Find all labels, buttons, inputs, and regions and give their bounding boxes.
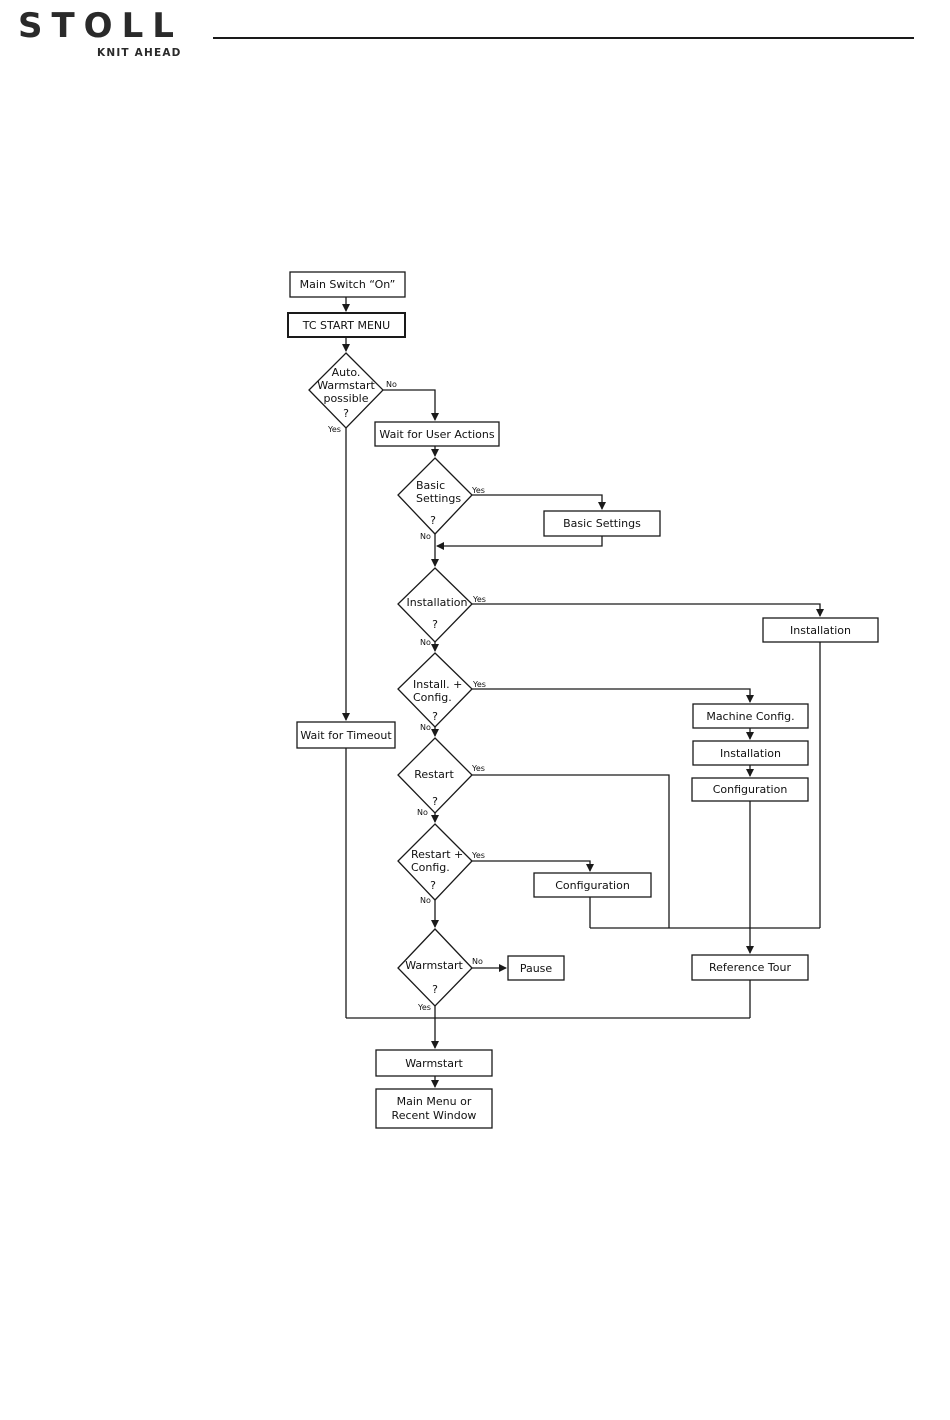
box-machine-config-label: Machine Config. bbox=[706, 710, 794, 723]
decision-auto-warmstart-line1: Auto. bbox=[332, 366, 361, 379]
box-basic-settings-label: Basic Settings bbox=[563, 517, 641, 530]
box-configuration-left-label: Configuration bbox=[555, 879, 630, 892]
decision-restart: Restart ? Yes No bbox=[397, 737, 485, 817]
box-warmstart-label: Warmstart bbox=[405, 1057, 463, 1070]
label-yes: Yes bbox=[471, 851, 485, 860]
box-main-menu: Main Menu or Recent Window bbox=[375, 1088, 493, 1129]
decision-warmstart: Warmstart ? No Yes bbox=[397, 928, 483, 1012]
box-machine-config: Machine Config. bbox=[692, 703, 809, 729]
box-installation-mid-label: Installation bbox=[720, 747, 781, 760]
logo-tagline: KNIT AHEAD bbox=[97, 47, 182, 59]
decision-installation: Installation ? Yes No bbox=[397, 567, 486, 647]
box-pause-label: Pause bbox=[520, 962, 553, 975]
label-yes: Yes bbox=[472, 595, 486, 604]
box-reference-tour: Reference Tour bbox=[691, 954, 809, 981]
box-configuration-left: Configuration bbox=[533, 872, 652, 898]
box-main-menu-label-line1: Main Menu or bbox=[397, 1095, 472, 1108]
label-yes: Yes bbox=[471, 486, 485, 495]
box-tc-start-menu-label: TC START MENU bbox=[302, 319, 390, 332]
box-main-menu-label-line2: Recent Window bbox=[392, 1109, 477, 1122]
decision-auto-warmstart-line2: Warmstart bbox=[317, 379, 375, 392]
box-wait-for-timeout: Wait for Timeout bbox=[296, 721, 396, 749]
label-yes: Yes bbox=[472, 680, 486, 689]
decision-warmstart-label: Warmstart bbox=[405, 959, 463, 972]
label-no: No bbox=[420, 638, 431, 647]
header-rule bbox=[213, 37, 914, 39]
decision-install-config-line2: Config. bbox=[413, 691, 452, 704]
box-configuration-mid: Configuration bbox=[691, 777, 809, 802]
decision-restart-config-question: ? bbox=[430, 879, 436, 892]
box-pause: Pause bbox=[507, 955, 565, 981]
box-configuration-mid-label: Configuration bbox=[713, 783, 788, 796]
decision-auto-warmstart-question: ? bbox=[343, 407, 349, 420]
decision-restart-question: ? bbox=[432, 795, 438, 808]
decision-restart-config-line2: Config. bbox=[411, 861, 450, 874]
label-yes: Yes bbox=[417, 1003, 431, 1012]
box-reference-tour-label: Reference Tour bbox=[709, 961, 791, 974]
decision-basic-settings-line2: Settings bbox=[416, 492, 461, 505]
decision-installation-question: ? bbox=[432, 618, 438, 631]
box-wait-user-actions-label: Wait for User Actions bbox=[379, 428, 494, 441]
label-no: No bbox=[420, 532, 431, 541]
decision-basic-settings: Basic Settings ? Yes No bbox=[397, 457, 485, 541]
box-wait-for-timeout-label: Wait for Timeout bbox=[300, 729, 392, 742]
box-tc-start-menu: TC START MENU bbox=[287, 312, 406, 338]
label-yes: Yes bbox=[471, 764, 485, 773]
box-installation-mid: Installation bbox=[692, 740, 809, 766]
decision-restart-label: Restart bbox=[414, 768, 454, 781]
box-main-switch: Main Switch “On” bbox=[289, 271, 406, 298]
box-wait-user-actions: Wait for User Actions bbox=[374, 421, 500, 447]
label-no: No bbox=[472, 957, 483, 966]
decision-basic-settings-line1: Basic bbox=[416, 479, 445, 492]
decision-warmstart-question: ? bbox=[432, 983, 438, 996]
decision-install-config-question: ? bbox=[432, 710, 438, 723]
label-no: No bbox=[386, 380, 397, 389]
decision-restart-config-line1: Restart + bbox=[411, 848, 463, 861]
stoll-logo: STOLL KNIT AHEAD bbox=[18, 6, 183, 59]
connectors bbox=[342, 297, 824, 1088]
label-no: No bbox=[420, 896, 431, 905]
decision-auto-warmstart-line3: possible bbox=[323, 392, 368, 405]
decision-auto-warmstart: Auto. Warmstart possible ? No Yes bbox=[308, 352, 397, 434]
decision-restart-config: Restart + Config. ? Yes No bbox=[397, 823, 485, 905]
decision-install-config: Install. + Config. ? Yes No bbox=[397, 652, 486, 732]
box-installation-right: Installation bbox=[762, 617, 879, 643]
label-no: No bbox=[420, 723, 431, 732]
box-warmstart: Warmstart bbox=[375, 1049, 493, 1077]
box-main-switch-label: Main Switch “On” bbox=[300, 278, 396, 291]
decision-installation-label: Installation bbox=[407, 596, 468, 609]
box-installation-right-label: Installation bbox=[790, 624, 851, 637]
decision-basic-settings-question: ? bbox=[430, 514, 436, 527]
label-yes: Yes bbox=[327, 425, 341, 434]
label-no: No bbox=[417, 808, 428, 817]
decision-install-config-line1: Install. + bbox=[413, 678, 462, 691]
logo-wordmark: STOLL bbox=[18, 6, 183, 46]
box-basic-settings: Basic Settings bbox=[543, 510, 661, 537]
